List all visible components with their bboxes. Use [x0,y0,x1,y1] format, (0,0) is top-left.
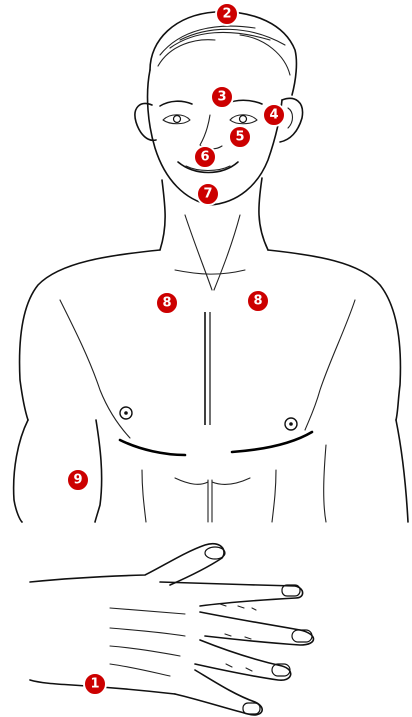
svg-text:1: 1 [90,677,99,692]
hand-illustration [30,544,314,715]
marker-2[interactable]: 2 [216,3,238,25]
marker-1[interactable]: 1 [84,673,106,695]
marker-4[interactable]: 4 [263,104,285,126]
svg-text:2: 2 [222,7,231,22]
upper-body-illustration [14,12,408,522]
svg-text:8: 8 [162,296,171,311]
svg-text:7: 7 [203,187,212,202]
svg-text:6: 6 [200,150,209,165]
marker-8-right[interactable]: 8 [247,290,269,312]
svg-text:5: 5 [235,130,244,145]
marker-6[interactable]: 6 [194,146,216,168]
marker-3[interactable]: 3 [211,86,233,108]
svg-text:4: 4 [269,108,278,123]
acupoint-markers: 2 3 4 5 6 7 8 8 [67,3,285,695]
marker-5[interactable]: 5 [229,126,251,148]
marker-8-left[interactable]: 8 [156,292,178,314]
svg-text:3: 3 [217,90,226,105]
marker-7[interactable]: 7 [197,183,219,205]
svg-text:9: 9 [73,473,82,488]
marker-9[interactable]: 9 [67,469,89,491]
svg-text:8: 8 [253,294,262,309]
